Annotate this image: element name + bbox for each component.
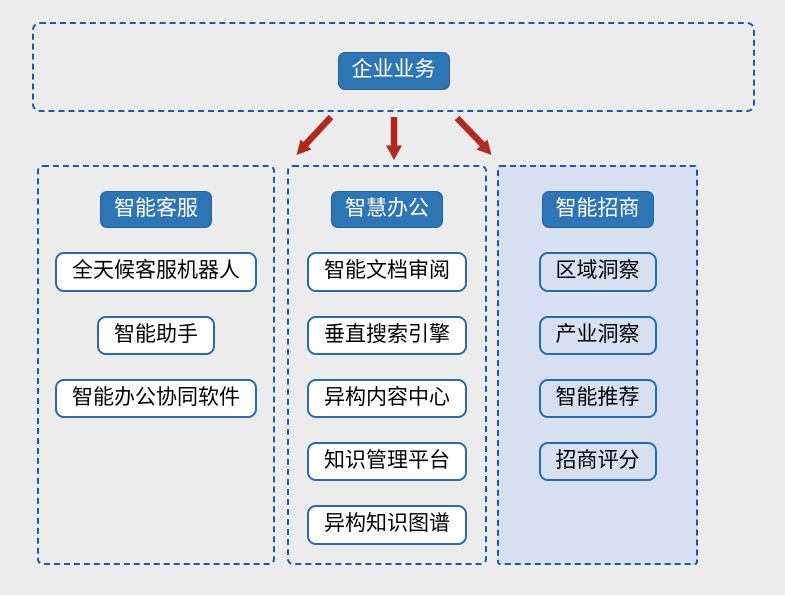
item-node-industry-insight[interactable]: 产业洞察 [538,315,657,355]
item-node-smart-office-collab-software[interactable]: 智能办公协同软件 [55,378,257,418]
item-node-investment-scoring[interactable]: 招商评分 [538,442,657,482]
root-group-box: 企业业务 [32,22,755,112]
arrow-down-left-icon [302,114,334,148]
arrow-down-left-head-icon [296,139,312,155]
item-node-smart-assistant[interactable]: 智能助手 [97,315,215,355]
connector-arrows [296,114,492,160]
item-node-knowledge-management-platform[interactable]: 知识管理平台 [307,442,467,482]
arrow-down-right-icon [454,115,486,148]
item-node-heterogeneous-knowledge-graph[interactable]: 异构知识图谱 [307,505,467,545]
group-box-smart-investment: 智能招商 区域洞察 产业洞察 智能推荐 招商评分 [497,165,698,565]
group-box-smart-office: 智慧办公 智能文档审阅 垂直搜索引擎 异构内容中心 知识管理平台 异构知识图谱 [287,165,487,565]
group-box-smart-customer-service: 智能客服 全天候客服机器人 智能助手 智能办公协同软件 [37,165,275,565]
column-header-smart-office[interactable]: 智慧办公 [331,191,443,229]
column-header-smart-investment[interactable]: 智能招商 [541,191,654,229]
item-node-regional-insight[interactable]: 区域洞察 [538,252,657,292]
root-node-enterprise-business[interactable]: 企业业务 [337,52,450,90]
arrow-down-head-icon [386,145,402,160]
arrow-down-right-head-icon [476,139,492,155]
item-node-vertical-search-engine[interactable]: 垂直搜索引擎 [307,315,467,355]
column-header-smart-customer-service[interactable]: 智能客服 [100,191,212,229]
item-node-smart-recommendation[interactable]: 智能推荐 [538,378,657,418]
item-node-smart-document-review[interactable]: 智能文档审阅 [307,252,467,292]
item-node-heterogeneous-content-center[interactable]: 异构内容中心 [307,378,467,418]
item-node-allday-service-robot[interactable]: 全天候客服机器人 [55,252,257,292]
